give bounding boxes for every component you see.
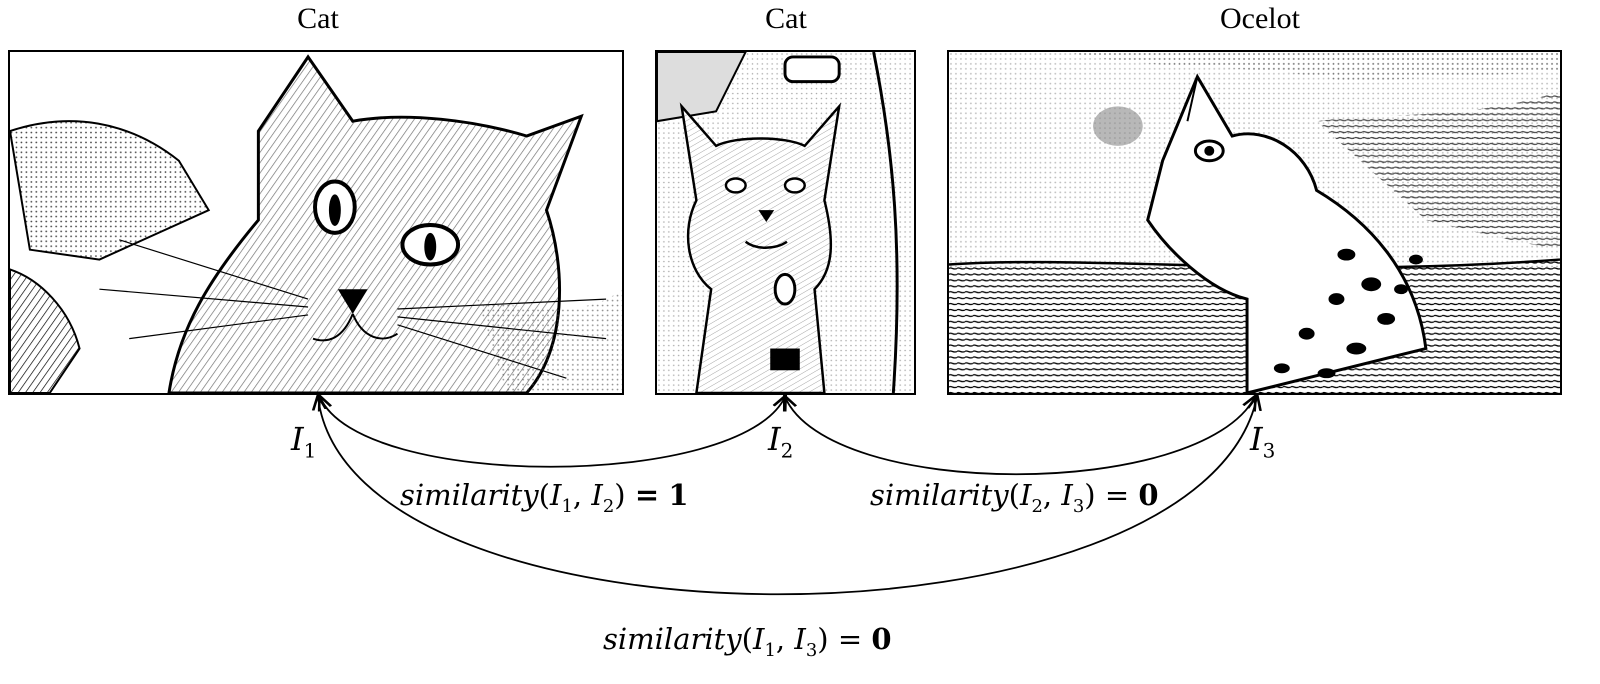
similarity-i2-i3: similarity(I2, I3) = 0 (870, 478, 1159, 517)
arc-i1-i2 (320, 397, 785, 468)
cat-photo-1 (8, 50, 624, 395)
image-3-label: I3 (1250, 420, 1276, 463)
arc-i1-i3 (318, 397, 1257, 596)
image-3-title: Ocelot (1220, 2, 1300, 35)
cat-sketch-2 (657, 52, 914, 393)
image-2-title: Cat (765, 2, 807, 35)
similarity-i1-i2: similarity(I1, I2) = 1 (400, 478, 689, 517)
image-2-label: I2 (768, 420, 794, 463)
image-1-title: Cat (297, 2, 339, 35)
cat-photo-2 (655, 50, 916, 395)
ocelot-photo (947, 50, 1562, 395)
image-1-label: I1 (291, 420, 317, 463)
cat-sketch-1 (10, 54, 622, 393)
similarity-i1-i3: similarity(I1, I3) = 0 (603, 622, 892, 661)
arc-i2-i3 (785, 397, 1255, 476)
ocelot-sketch (949, 52, 1560, 393)
